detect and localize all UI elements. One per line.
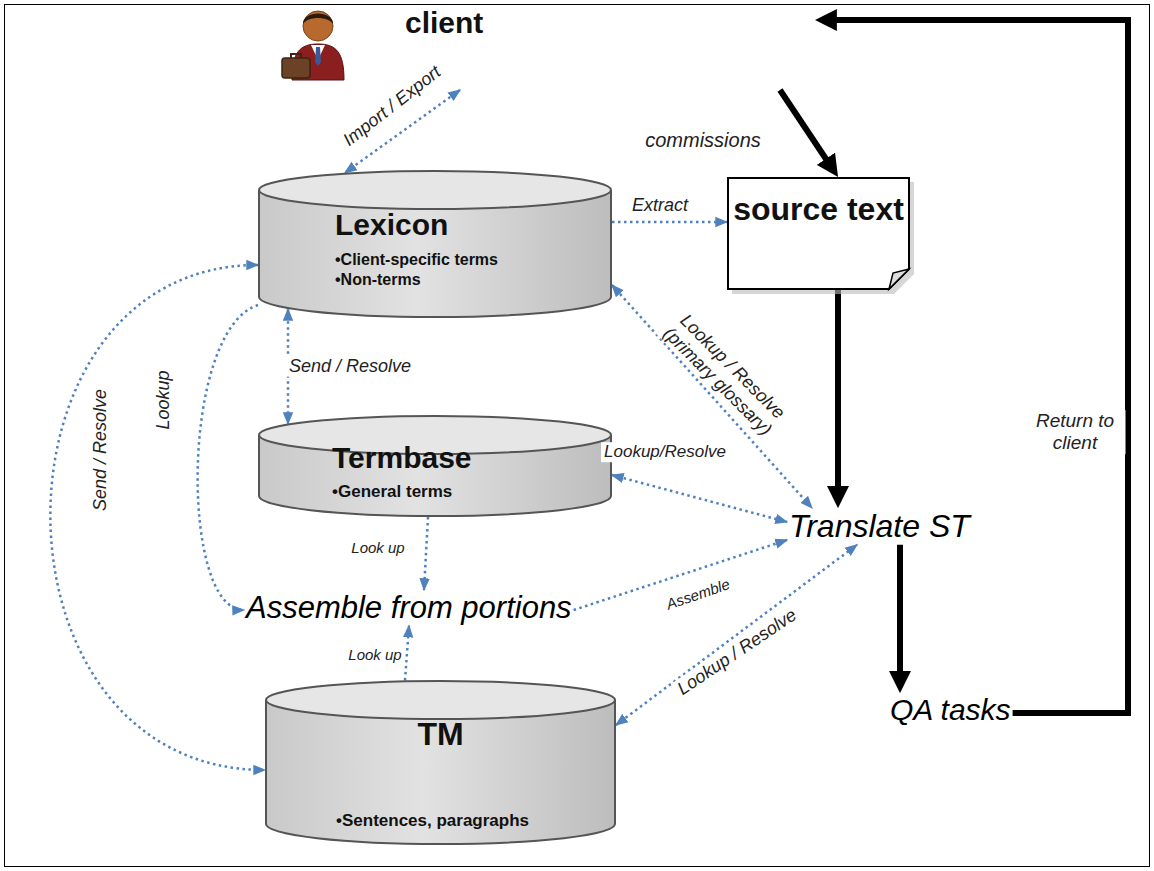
lookup-connector: [198, 305, 258, 610]
edge-label: Lookup / Resolve: [671, 603, 803, 701]
outer-frame: [5, 5, 1150, 867]
cylinder-outline: [258, 170, 612, 318]
client-figure: client: [280, 2, 815, 90]
briefcase: [282, 58, 310, 78]
edge-label: commissions: [642, 129, 764, 152]
document-page: [728, 178, 909, 289]
node-title: TM: [265, 716, 616, 753]
head: [303, 11, 333, 41]
hair: [303, 14, 333, 25]
lexicon-database: Lexicon •Client-specific terms •Non-terms: [258, 170, 612, 318]
node-title: client: [405, 6, 815, 41]
source-document: source text: [727, 177, 910, 290]
edge-label: Lookup / Resolve (primary glossary): [655, 304, 795, 444]
node-bullet: •Non-terms: [335, 271, 612, 289]
edge-label: Lookup/Resolve: [601, 442, 729, 462]
edge-label: Lookup: [153, 367, 174, 432]
briefcase-handle: [291, 54, 301, 58]
node-bullet: •Sentences, paragraphs: [336, 811, 616, 831]
lookup-connector: [50, 265, 265, 770]
lookup-connector: [405, 626, 409, 681]
document-fold: [889, 269, 909, 289]
lookup-connector: [424, 517, 428, 590]
node-title: Lexicon: [335, 208, 612, 243]
edge-label: Return to client: [1025, 410, 1126, 454]
tie: [315, 47, 321, 66]
node-title: QA tasks: [888, 693, 1013, 728]
lookup-connector: [612, 285, 812, 508]
termbase-database: Termbase •General terms: [258, 415, 612, 517]
edge-label: Extract: [629, 195, 691, 216]
cylinder-body: [259, 190, 611, 317]
cylinder-body: [266, 700, 615, 844]
edge-label: Look up: [348, 539, 407, 556]
edge-label: Send / Resolve: [286, 356, 414, 377]
process-step: Assemble from portions: [244, 590, 574, 626]
edge-label: Send / Resolve: [90, 386, 111, 514]
node-title: Translate ST: [787, 508, 972, 545]
flow-arrow: [835, 290, 841, 496]
cylinder-top: [259, 171, 611, 209]
node-bullet: •General terms: [332, 482, 612, 502]
node-bullet: •Client-specific terms: [335, 251, 612, 269]
edge-label: Import / Export: [337, 60, 447, 153]
edge-label: Look up: [345, 646, 404, 663]
flow-arrow: [897, 545, 903, 681]
lookup-connector: [612, 475, 787, 522]
node-title: source text: [727, 191, 910, 228]
flow-arrow: [780, 90, 831, 167]
edge-label: Assemble: [661, 574, 735, 614]
lookup-connector: [616, 545, 857, 725]
process-step: QA tasks: [888, 693, 1013, 728]
client-icon: [280, 2, 355, 82]
node-title: Assemble from portions: [244, 590, 574, 626]
lookup-connector: [612, 221, 727, 224]
flow-arrow: [827, 20, 1128, 713]
process-step: Translate ST: [787, 508, 972, 545]
tm-database: TM •Sentences, paragraphs: [265, 680, 616, 845]
node-title: Termbase: [332, 441, 612, 476]
cylinder-top: [266, 681, 615, 719]
